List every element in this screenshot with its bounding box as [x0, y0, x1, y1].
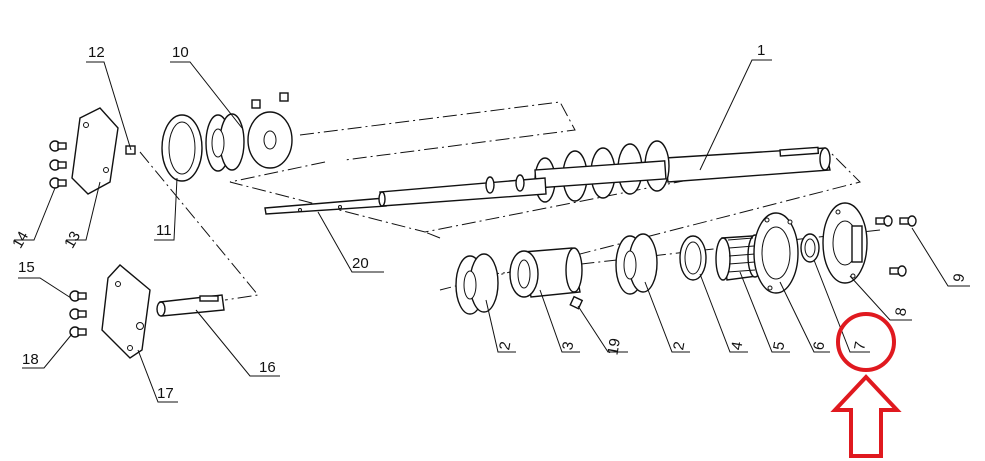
callout-2a: 2	[496, 340, 514, 351]
callout-3: 3	[559, 340, 577, 351]
callout-6: 6	[810, 340, 828, 351]
part-4-washer	[679, 235, 707, 281]
callout-13: 13	[61, 228, 84, 251]
callout-15: 15	[18, 259, 35, 276]
highlight-marker	[830, 312, 902, 458]
part-2-bearing-right	[615, 233, 658, 295]
callout-2b: 2	[670, 340, 688, 351]
part-19-grub-screw	[569, 295, 584, 310]
part-14-screws	[49, 140, 67, 189]
callout-11: 11	[156, 222, 172, 239]
callout-1: 1	[757, 42, 765, 59]
callout-12: 12	[88, 44, 105, 61]
part-3-sleeve	[509, 247, 583, 298]
part-11-spring-ring	[161, 114, 203, 182]
part-10-bearing-and-collar	[205, 92, 293, 172]
callout-4: 4	[728, 340, 746, 351]
callout-labels: 1 10 12 11 13 14 20 15 18 16 17 2 3 19 2…	[9, 42, 968, 402]
callout-17: 17	[157, 385, 174, 402]
callout-20: 20	[352, 255, 369, 272]
part-6-gasket	[753, 212, 799, 294]
callout-7: 7	[851, 340, 869, 351]
cam-discs	[534, 140, 670, 203]
callout-5: 5	[770, 340, 788, 351]
part-8-flange	[822, 202, 868, 284]
callout-14: 14	[9, 228, 32, 251]
part-20-pin-shaft	[264, 174, 547, 215]
callout-18: 18	[22, 351, 39, 368]
callout-19: 19	[604, 337, 624, 356]
highlight-up-arrow-icon	[830, 374, 902, 458]
part-13-cover-plate	[71, 107, 119, 195]
part-2-bearing-left	[455, 253, 499, 315]
callout-16: 16	[259, 359, 276, 376]
leader-lines	[14, 59, 970, 403]
highlight-circle	[836, 312, 896, 372]
callout-9: 9	[950, 272, 968, 283]
part-15-18-screws	[69, 290, 87, 338]
part-9-screws	[875, 215, 917, 277]
callout-10: 10	[172, 44, 189, 61]
callout-8: 8	[892, 306, 910, 317]
part-7-o-ring	[800, 233, 820, 263]
part-1-main-shaft	[534, 140, 831, 203]
part-17-end-plate	[101, 264, 151, 359]
part-16-drive-pin	[156, 294, 225, 317]
